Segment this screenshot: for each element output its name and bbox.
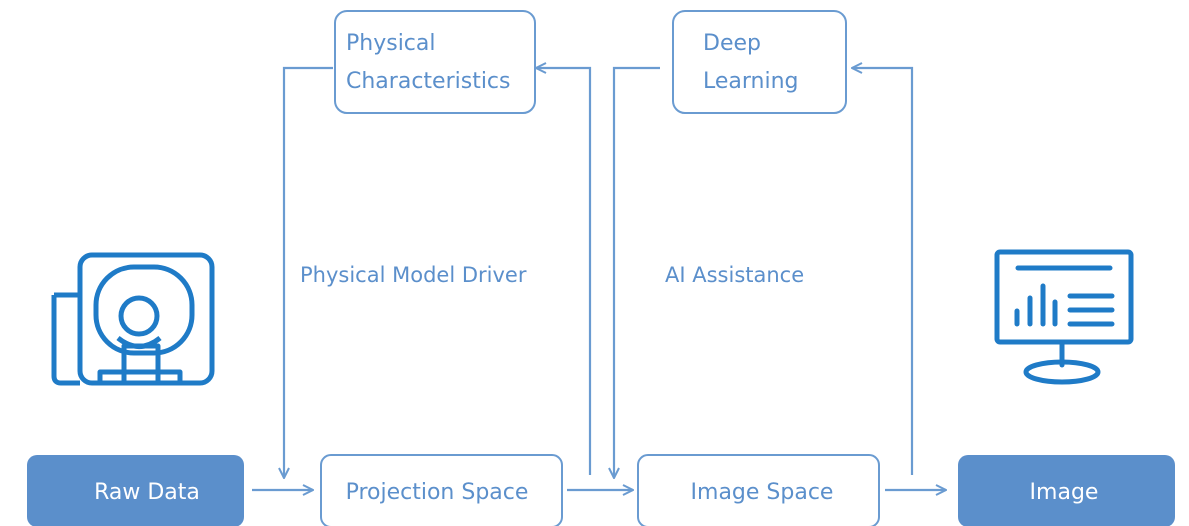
arrow-deep-learning-to-image-space [614, 66, 660, 478]
image-label: Image [1030, 480, 1099, 505]
physical-characteristics-box: Physical Characteristics [334, 10, 536, 114]
monitor-chart-icon [994, 249, 1134, 385]
deep-learning-line-2: Learning [703, 69, 799, 94]
physical-model-driver-label: Physical Model Driver [300, 263, 527, 287]
image-box: Image [958, 455, 1175, 526]
image-space-label: Image Space [691, 480, 834, 505]
physical-characteristics-line-1: Physical [346, 31, 436, 56]
arrow-image-space-to-deep-learning [852, 68, 914, 475]
arrow-projection-to-physical [536, 68, 592, 475]
deep-learning-box: Deep Learning [672, 10, 847, 114]
deep-learning-line-1: Deep [703, 31, 761, 56]
ct-scanner-icon [51, 252, 215, 386]
connectors [252, 68, 946, 490]
image-space-box: Image Space [637, 454, 880, 526]
projection-space-box: Projection Space [320, 454, 563, 526]
ai-assistance-label: AI Assistance [665, 263, 804, 287]
raw-data-label: Raw Data [94, 480, 200, 505]
projection-space-label: Projection Space [346, 480, 529, 505]
raw-data-box: Raw Data [27, 455, 244, 526]
arrow-physical-to-projection [284, 66, 333, 478]
physical-characteristics-line-2: Characteristics [346, 69, 510, 94]
